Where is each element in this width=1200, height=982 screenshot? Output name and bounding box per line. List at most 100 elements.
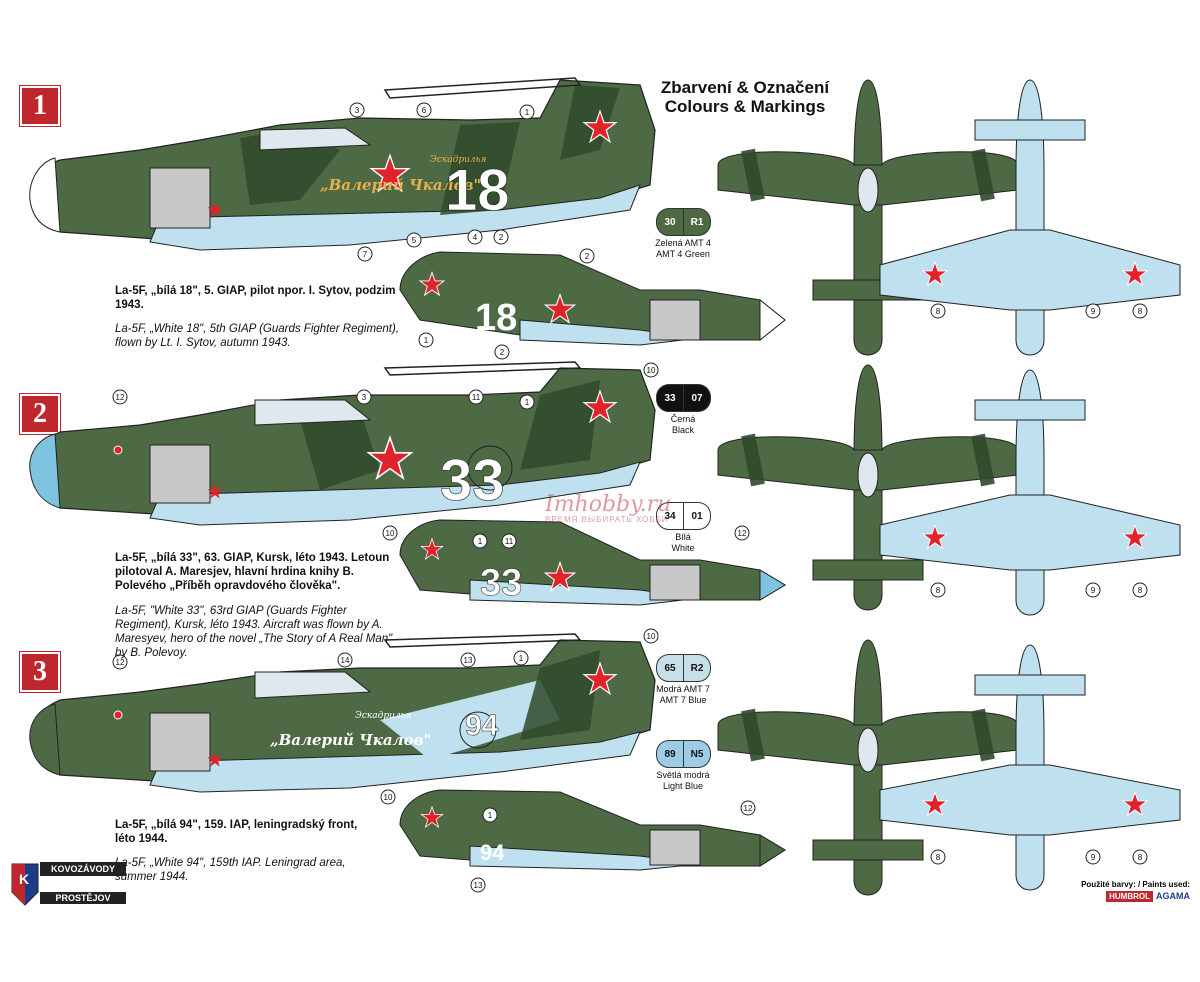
paint-chip-black-label: Černá Black bbox=[643, 414, 723, 436]
paint-chip-light-blue-label: Světlá modrá Light Blue bbox=[643, 770, 723, 792]
callout-number: 8 bbox=[936, 853, 941, 862]
chip-code-a: 34 bbox=[656, 502, 684, 530]
callout-number: 8 bbox=[1138, 586, 1143, 595]
callout-number: 2 bbox=[585, 252, 590, 261]
callout-number: 8 bbox=[936, 307, 941, 316]
scheme-badge-3: 3 bbox=[20, 652, 60, 692]
callout-number: 6 bbox=[422, 106, 427, 115]
chip-label-en: AMT 4 Green bbox=[656, 249, 710, 259]
scheme-badge-1: 1 bbox=[20, 86, 60, 126]
profile-3-caption-cz: La-5F, „bílá 94", 159. IAP, leningradský… bbox=[115, 819, 358, 845]
watermark-logo: Imhobby.ru bbox=[545, 492, 672, 517]
paint-chip-white: 34 01 bbox=[656, 502, 711, 530]
profile-1-inscription: „Валерий Чкалов" bbox=[320, 176, 481, 194]
callout-number: 1 bbox=[525, 108, 530, 117]
paint-chip-blue-label: Modrá AMT 7 AMT 7 Blue bbox=[643, 684, 723, 706]
profile-2-tail-number: 33 bbox=[440, 448, 505, 513]
callout-number: 10 bbox=[386, 529, 395, 538]
profile-3-side-large: Эскадрилья „Валерий Чкалов" 94 bbox=[29, 633, 656, 793]
paints-used: Použité barvy: / Paints used: HUMBROL AG… bbox=[1060, 880, 1190, 902]
paint-chip-green-label: Zelená AMT 4 AMT 4 Green bbox=[643, 238, 723, 260]
kovozavody-logo: K KOVOZÁVODY PROSTĚJOV bbox=[10, 862, 126, 907]
top-views bbox=[717, 79, 1181, 896]
profile-2-small-tail-number: 33 bbox=[480, 562, 522, 604]
page-title: Zbarvení & Označení Colours & Markings bbox=[650, 78, 840, 116]
chip-code-a: 33 bbox=[656, 384, 684, 412]
callout-number: 10 bbox=[647, 632, 656, 641]
profile-1-side-small: 18 bbox=[399, 251, 786, 346]
callout-number: 10 bbox=[384, 793, 393, 802]
profile-1-inscription-small: Эскадрилья bbox=[430, 155, 487, 165]
callout-number: 9 bbox=[1091, 307, 1096, 316]
callout-number: 8 bbox=[936, 586, 941, 595]
callout-number: 12 bbox=[116, 393, 125, 402]
chip-code-a: 89 bbox=[656, 740, 684, 768]
callout-number: 4 bbox=[473, 233, 478, 242]
paint-chip-blue: 65 R2 bbox=[656, 654, 711, 682]
callout-number: 2 bbox=[499, 233, 504, 242]
chip-code-a: 30 bbox=[656, 208, 684, 236]
paint-chip-black: 33 07 bbox=[656, 384, 711, 412]
callout-number: 14 bbox=[341, 656, 350, 665]
callout-number: 3 bbox=[362, 393, 367, 402]
callout-number: 3 bbox=[355, 106, 360, 115]
logo-bottom-text: PROSTĚJOV bbox=[40, 892, 126, 904]
chip-label-cz: Zelená AMT 4 bbox=[655, 238, 711, 248]
chip-code-b: R2 bbox=[684, 654, 711, 682]
callout-number: 13 bbox=[464, 656, 473, 665]
callout-number: 12 bbox=[116, 658, 125, 667]
chip-label-cz: Světlá modrá bbox=[656, 770, 710, 780]
callout-number: 12 bbox=[738, 529, 747, 538]
profile-2-caption-cz: La-5F, „bílá 33", 63. GIAP, Kursk, léto … bbox=[115, 552, 390, 592]
profile-2-side-large: 33 bbox=[29, 361, 656, 526]
paints-used-label: Použité barvy: / Paints used: bbox=[1081, 880, 1190, 889]
chip-code-b: R1 bbox=[684, 208, 711, 236]
profile-2-caption-en: La-5F, "White 33", 63rd GIAP (Guards Fig… bbox=[115, 605, 393, 659]
chip-label-cz: Modrá AMT 7 bbox=[656, 684, 710, 694]
watermark-tagline: ВРЕМЯ ВЫБИРАТЬ ХОББИ bbox=[545, 515, 669, 524]
chip-code-a: 65 bbox=[656, 654, 684, 682]
callout-number: 1 bbox=[525, 398, 530, 407]
callout-number: 11 bbox=[505, 537, 514, 546]
svg-text:K: K bbox=[19, 871, 29, 887]
callout-number: 1 bbox=[478, 537, 483, 546]
chip-label-en: Light Blue bbox=[662, 781, 704, 791]
profile-3-caption-en: La-5F, „White 94", 159th IAP. Leningrad … bbox=[115, 857, 346, 883]
callout-number: 9 bbox=[1091, 853, 1096, 862]
title-line-en: Colours & Markings bbox=[664, 97, 826, 116]
profile-3-inscription-small: Эскадрилья bbox=[355, 711, 412, 721]
chip-code-b: N5 bbox=[684, 740, 711, 768]
chip-label-en: AMT 7 Blue bbox=[659, 695, 707, 705]
shield-icon: K bbox=[11, 863, 39, 906]
callout-number: 5 bbox=[412, 236, 417, 245]
profile-1-caption-en: La-5F, „White 18", 5th GIAP (Guards Figh… bbox=[115, 323, 400, 349]
callout-number: 13 bbox=[474, 881, 483, 890]
chip-label-en: White bbox=[671, 543, 695, 553]
paint-chip-light-blue: 89 N5 bbox=[656, 740, 711, 768]
callout-number: 11 bbox=[472, 393, 481, 402]
callout-number: 7 bbox=[363, 250, 368, 259]
profile-1-caption-cz: La-5F, „bílá 18", 5. GIAP, pilot npor. I… bbox=[115, 285, 396, 311]
profile-3-side-small: 94 bbox=[399, 789, 786, 871]
callout-number: 12 bbox=[744, 804, 753, 813]
callout-number: 1 bbox=[519, 654, 524, 663]
profile-2-side-small: 33 bbox=[399, 519, 786, 606]
paint-chip-white-label: Bílá White bbox=[643, 532, 723, 554]
callout-number: 2 bbox=[500, 348, 505, 357]
scheme-badge-2: 2 bbox=[20, 394, 60, 434]
chip-code-b: 07 bbox=[684, 384, 711, 412]
paint-chip-green: 30 R1 bbox=[656, 208, 711, 236]
chip-label-en: Black bbox=[671, 425, 694, 435]
callout-number: 9 bbox=[1091, 586, 1096, 595]
callout-number: 1 bbox=[424, 336, 429, 345]
chip-label-cz: Černá bbox=[670, 414, 696, 424]
title-line-cz: Zbarvení & Označení bbox=[660, 78, 830, 97]
profile-3-tail-number: 94 bbox=[465, 709, 499, 742]
agama-logo: AGAMA bbox=[1156, 891, 1190, 901]
humbrol-logo: HUMBROL bbox=[1106, 891, 1153, 902]
callout-number: 10 bbox=[647, 366, 656, 375]
chip-label-cz: Bílá bbox=[675, 532, 691, 542]
profile-1-tail-number: 18 bbox=[445, 158, 510, 223]
